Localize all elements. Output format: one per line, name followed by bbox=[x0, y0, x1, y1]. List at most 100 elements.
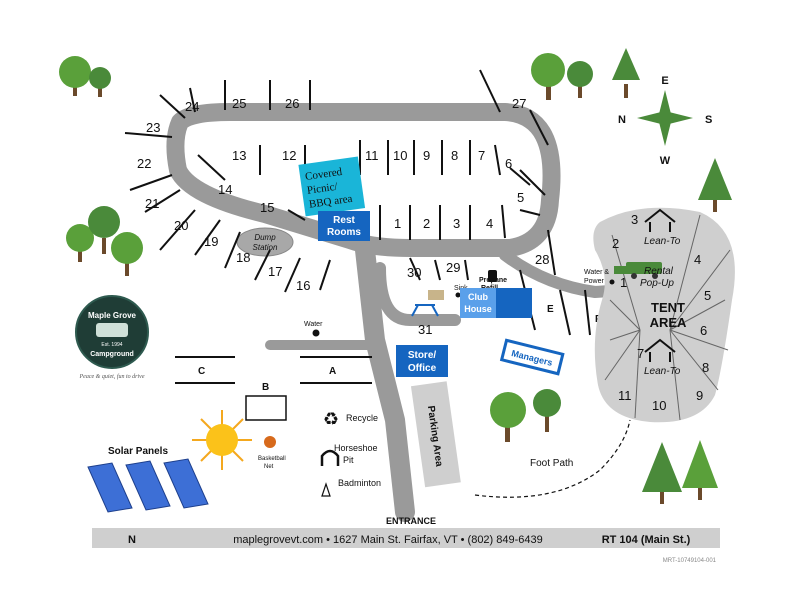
site-23[interactable]: 23 bbox=[146, 120, 160, 135]
site-9[interactable]: 9 bbox=[423, 148, 430, 163]
tent-site-10[interactable]: 10 bbox=[652, 398, 666, 413]
site-31[interactable]: 31 bbox=[418, 322, 432, 337]
lean-to-icon bbox=[644, 208, 676, 232]
tent-site-2[interactable]: 2 bbox=[612, 236, 619, 251]
solar-panels bbox=[87, 458, 209, 513]
sink-icon bbox=[455, 292, 461, 298]
tree-icon bbox=[533, 389, 561, 432]
site-24[interactable]: 24 bbox=[185, 99, 199, 114]
trees bbox=[59, 48, 732, 504]
tree-icon bbox=[88, 206, 120, 254]
site-29[interactable]: 29 bbox=[446, 260, 460, 275]
recycle-icon: ♻ bbox=[323, 409, 339, 430]
site-3[interactable]: 3 bbox=[453, 216, 460, 231]
dump-station bbox=[236, 227, 294, 257]
tent-site-6[interactable]: 6 bbox=[700, 323, 707, 338]
site-2[interactable]: 2 bbox=[423, 216, 430, 231]
parking-area[interactable] bbox=[410, 381, 461, 488]
dump-label-1: Dump bbox=[254, 233, 276, 242]
site-15[interactable]: 15 bbox=[260, 200, 274, 215]
horseshoe-label-1: Horseshoe bbox=[334, 443, 378, 453]
restrooms-label-2: Rooms bbox=[327, 227, 361, 238]
logo-tagline: Peace & quiet, fun to drive bbox=[79, 373, 145, 380]
site-18[interactable]: 18 bbox=[236, 250, 250, 265]
tent-site-7[interactable]: 7 bbox=[637, 346, 644, 361]
clubhouse-label-2: House bbox=[464, 304, 492, 314]
tent-area-title-1: TENT bbox=[651, 300, 685, 315]
tent-site-3[interactable]: 3 bbox=[631, 212, 638, 227]
site-14[interactable]: 14 bbox=[218, 182, 232, 197]
compass-rose: E S N W bbox=[618, 75, 712, 167]
site-8[interactable]: 8 bbox=[451, 148, 458, 163]
entrance-label: ENTRANCE bbox=[386, 516, 436, 526]
site-27[interactable]: 27 bbox=[512, 96, 526, 111]
site-17[interactable]: 17 bbox=[268, 264, 282, 279]
site-4[interactable]: 4 bbox=[486, 216, 493, 231]
tent-site-8[interactable]: 8 bbox=[702, 360, 709, 375]
site-lines bbox=[124, 69, 591, 384]
compass-s: S bbox=[705, 114, 712, 126]
lean-to-icon bbox=[644, 338, 676, 362]
roads bbox=[166, 103, 631, 522]
site-25[interactable]: 25 bbox=[232, 96, 246, 111]
bbq-area[interactable] bbox=[298, 156, 366, 217]
site-7[interactable]: 7 bbox=[478, 148, 485, 163]
site-1[interactable]: 1 bbox=[394, 216, 401, 231]
managers-office[interactable] bbox=[499, 338, 565, 376]
horseshoe-label-2: Pit bbox=[343, 455, 354, 465]
basketball-label-2: Net bbox=[264, 464, 274, 470]
basketball-icon bbox=[264, 436, 276, 448]
tree-icon bbox=[567, 61, 593, 98]
lean-to-label-1: Lean-To bbox=[644, 236, 681, 247]
site-16[interactable]: 16 bbox=[296, 278, 310, 293]
tent-site-11[interactable]: 11 bbox=[618, 388, 632, 403]
site-E[interactable]: E bbox=[547, 304, 554, 315]
propane-label-1: Propane bbox=[479, 277, 507, 284]
tree-icon bbox=[490, 392, 526, 442]
water-icon bbox=[312, 329, 320, 337]
footer-contact[interactable]: maplegrovevt.com • 1627 Main St. Fairfax… bbox=[233, 534, 543, 546]
site-21[interactable]: 21 bbox=[145, 196, 159, 211]
horseshoe-icon bbox=[320, 449, 340, 466]
site-6[interactable]: 6 bbox=[505, 156, 512, 171]
tent-site-9[interactable]: 9 bbox=[696, 388, 703, 403]
bbq-label-2: Picnic/ bbox=[306, 181, 339, 197]
tree-icon bbox=[111, 232, 143, 276]
store-office[interactable] bbox=[396, 345, 448, 377]
facilities: Covered Picnic/ BBQ area Rest Rooms Dump… bbox=[253, 156, 631, 526]
site-B[interactable]: B bbox=[262, 382, 269, 393]
lean-to-label-2: Lean-To bbox=[644, 366, 681, 377]
document-code: MRT-10749104-001 bbox=[663, 558, 717, 564]
badminton-icon bbox=[321, 482, 331, 497]
tree-icon bbox=[682, 440, 718, 500]
compass-n: N bbox=[618, 114, 626, 126]
tent-site-5[interactable]: 5 bbox=[704, 288, 711, 303]
store-label-1: Store/ bbox=[408, 350, 437, 361]
site-20[interactable]: 20 bbox=[174, 218, 188, 233]
site-22[interactable]: 22 bbox=[137, 156, 151, 171]
site-11[interactable]: 11 bbox=[365, 148, 379, 163]
sun-icon bbox=[192, 410, 252, 470]
site-A[interactable]: A bbox=[329, 366, 336, 377]
site-19[interactable]: 19 bbox=[204, 234, 218, 249]
picnic-pad bbox=[428, 290, 444, 300]
tent-site-1[interactable]: 1 bbox=[620, 275, 627, 290]
tree-icon bbox=[59, 56, 91, 96]
tree-icon bbox=[642, 442, 682, 504]
site-28[interactable]: 28 bbox=[535, 252, 549, 267]
tent-site-4[interactable]: 4 bbox=[694, 252, 701, 267]
site-13[interactable]: 13 bbox=[232, 148, 246, 163]
site-30[interactable]: 30 bbox=[407, 265, 421, 280]
restrooms-label-1: Rest bbox=[333, 215, 355, 226]
restrooms[interactable] bbox=[318, 211, 370, 241]
tent-area-title-2: AREA bbox=[650, 315, 687, 330]
site-12[interactable]: 12 bbox=[282, 148, 296, 163]
site-C[interactable]: C bbox=[198, 366, 205, 377]
club-house[interactable] bbox=[460, 288, 496, 318]
site-5[interactable]: 5 bbox=[517, 190, 524, 205]
store-label-2: Office bbox=[408, 363, 437, 374]
site-b-pad bbox=[245, 395, 287, 421]
site-10[interactable]: 10 bbox=[393, 148, 407, 163]
tree-icon bbox=[531, 53, 565, 100]
site-26[interactable]: 26 bbox=[285, 96, 299, 111]
